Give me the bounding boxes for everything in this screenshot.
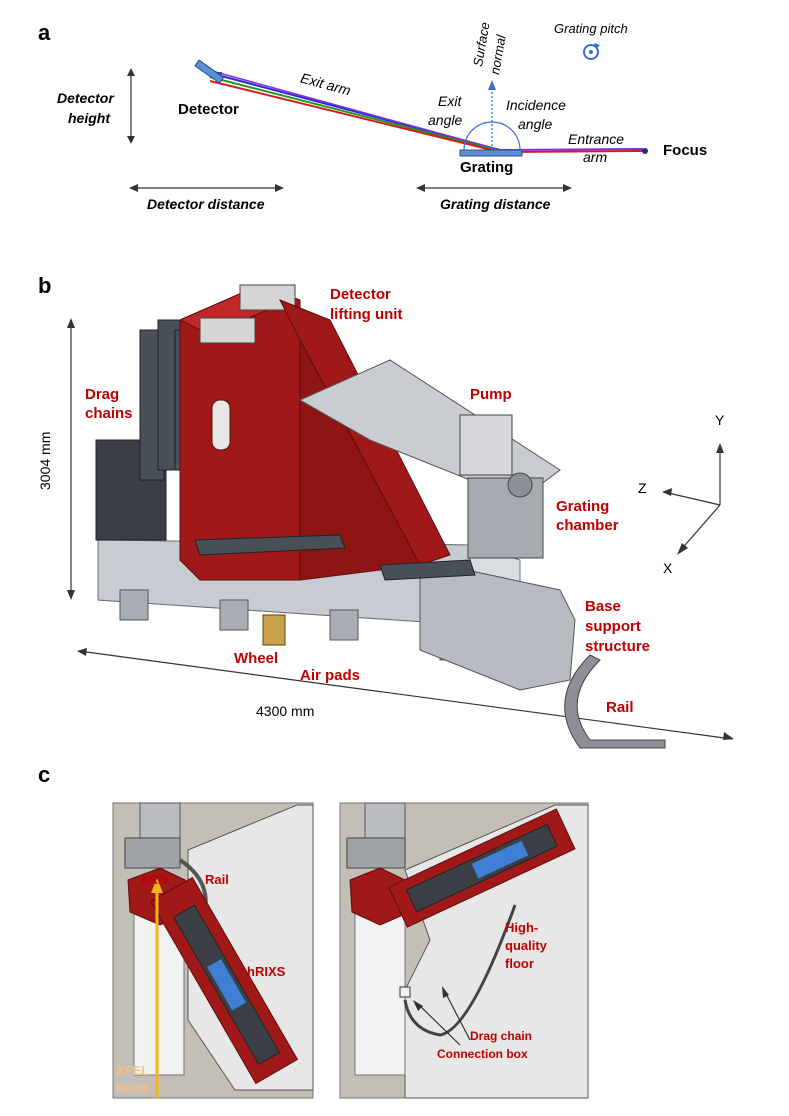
label-drag-chain: Drag chain (470, 1029, 533, 1043)
exit-angle-label-1: Exit (438, 93, 462, 109)
detector-label: Detector (178, 101, 239, 118)
coordinate-axes (662, 443, 724, 555)
label-xfel-1: XFEL (116, 1063, 150, 1078)
entrance-arm-label-1: Entrance (568, 131, 625, 147)
exit-ray-green (209, 76, 501, 152)
label-detector-lifting-1: Detector (330, 286, 391, 303)
label-base-support-1: Base (585, 598, 621, 615)
label-hq-floor-2: quality (505, 938, 547, 953)
label-base-support-2: support (585, 618, 641, 635)
incidence-angle-label-2: angle (518, 116, 553, 132)
label-rail-c: Rail (205, 872, 229, 887)
label-xfel-2: beam (116, 1080, 150, 1095)
label-wheel: Wheel (234, 650, 279, 667)
grating-label: Grating (460, 159, 514, 176)
detector-distance-label: Detector distance (147, 196, 265, 212)
axis-x-label: X (663, 560, 673, 576)
panel-a-letter: a (38, 20, 51, 45)
detector-height-label-2: height (68, 110, 110, 126)
label-hq-floor-1: High- (505, 920, 539, 935)
label-base-support-3: structure (585, 638, 651, 655)
label-detector-lifting-2: lifting unit (330, 306, 403, 323)
angle-arc (463, 121, 521, 151)
label-drag-chains-1: Drag (85, 386, 120, 403)
layout-left (112, 802, 314, 1099)
grating-plate (459, 149, 523, 157)
label-grating-chamber-2: chamber (556, 517, 619, 534)
axis-y-label: Y (715, 412, 725, 428)
entrance-ray-red (499, 150, 644, 153)
label-xrd: XRD (140, 872, 168, 887)
panel-a-diagram (127, 43, 648, 192)
grating-pitch-label: Grating pitch (554, 21, 628, 36)
label-rail: Rail (606, 699, 634, 716)
incidence-angle-label-1: Incidence (506, 97, 566, 113)
front-drag-chain-2 (379, 559, 476, 581)
xfel-beam-arrow (151, 878, 163, 893)
label-grating-chamber-1: Grating (556, 498, 610, 515)
rail-curve (564, 654, 666, 749)
label-drag-chains-2: chains (85, 405, 133, 422)
label-hrixs: hRIXS (247, 964, 286, 979)
grating-pitch-icon (583, 44, 599, 60)
surface-normal-arrow (488, 80, 496, 90)
focus-dot (642, 148, 648, 154)
detector-plate (194, 59, 225, 84)
label-connection-box: Connection box (437, 1047, 528, 1061)
exit-angle-label-2: angle (428, 112, 463, 128)
detector-tower (178, 284, 301, 581)
focus-label: Focus (663, 142, 708, 159)
exit-ray-red (209, 80, 501, 153)
wheel-part (262, 614, 286, 646)
grating-distance-label: Grating distance (440, 196, 551, 212)
layout-right (339, 802, 589, 1099)
connection-box (399, 986, 411, 998)
front-drag-chain (194, 534, 346, 556)
axis-z-label: Z (638, 480, 647, 496)
panel-b-instrument (67, 284, 734, 749)
panel-c-letter: c (38, 762, 51, 787)
label-hq-floor-3: floor (505, 956, 534, 971)
label-pump: Pump (470, 386, 512, 403)
entrance-ray-purple (499, 148, 644, 151)
base-support-structure (419, 559, 576, 691)
width-dim-arrow (78, 650, 733, 740)
exit-ray-purple (211, 70, 501, 151)
pump-unit (459, 414, 513, 476)
label-air-pads: Air pads (300, 667, 361, 684)
panel-b-letter: b (38, 273, 52, 298)
width-dimension-label: 4300 mm (256, 703, 315, 719)
detector-height-label-1: Detector (57, 90, 114, 106)
entrance-arm-label-2: arm (583, 149, 608, 165)
